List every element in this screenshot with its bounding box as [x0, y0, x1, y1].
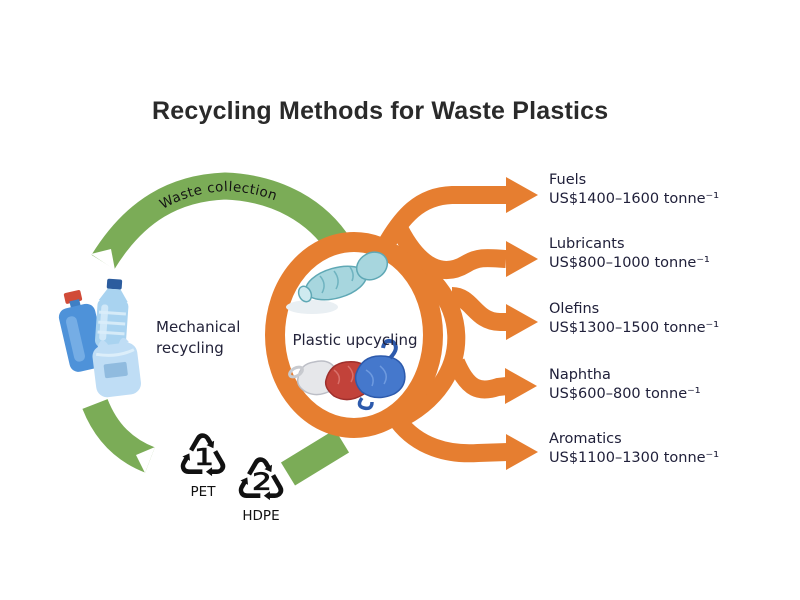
resin-code-2-label: HDPE: [242, 508, 279, 524]
recycling-loop-arrow-left: [82, 398, 156, 473]
product-olefins: Olefins US$1300–1500 tonne⁻¹: [549, 300, 719, 338]
resin-code-1-label: PET: [191, 484, 217, 500]
product-lubricants: Lubricants US$800–1000 tonne⁻¹: [549, 235, 710, 273]
branch-naphtha: [447, 358, 508, 399]
crumpled-bags-icon: [288, 338, 406, 411]
plastic-bag-icon: [92, 337, 141, 398]
product-arrowheads: [505, 177, 538, 470]
svg-text:♳: ♳: [176, 422, 230, 492]
crushed-bottle-icon: [286, 251, 389, 314]
plastic-upcycling-label: Plastic upcycling: [292, 331, 418, 349]
resin-code-2-icon: ♴ HDPE: [234, 446, 288, 524]
branch-fuels: [376, 186, 508, 253]
branch-lubricants: [392, 225, 507, 279]
arrowhead-fuels: [506, 177, 538, 213]
product-name: Olefins: [549, 301, 600, 317]
product-name: Naphtha: [549, 367, 611, 383]
mechanical-recycling-label: Mechanical recycling: [156, 318, 241, 357]
svg-text:♴: ♴: [234, 446, 288, 516]
arrowhead-naphtha: [505, 368, 537, 404]
product-price: US$1100–1300 tonne⁻¹: [549, 450, 720, 466]
product-price: US$1400–1600 tonne⁻¹: [549, 191, 720, 207]
arrowhead-aromatics: [506, 434, 538, 470]
product-name: Aromatics: [549, 431, 622, 447]
product-name: Lubricants: [549, 236, 625, 252]
product-fuels: Fuels US$1400–1600 tonne⁻¹: [549, 171, 719, 209]
product-price: US$800–1000 tonne⁻¹: [549, 255, 710, 271]
branch-olefins: [450, 287, 508, 331]
product-price: US$600–800 tonne⁻¹: [549, 386, 701, 402]
branch-aromatics: [390, 415, 509, 463]
product-price: US$1300–1500 tonne⁻¹: [549, 320, 720, 336]
product-name: Fuels: [549, 172, 587, 188]
resin-code-1-icon: ♳ PET: [176, 422, 230, 500]
product-aromatics: Aromatics US$1100–1300 tonne⁻¹: [549, 430, 719, 468]
product-naphtha: Naphtha US$600–800 tonne⁻¹: [549, 366, 701, 404]
waste-collection-arc: [91, 172, 352, 270]
arrowhead-olefins: [506, 304, 538, 340]
arrowhead-lubricants: [506, 241, 538, 277]
page-title: Recycling Methods for Waste Plastics: [152, 97, 609, 125]
water-bottle-icon: [94, 278, 129, 349]
recycling-loop-arrow-right: [280, 429, 350, 486]
